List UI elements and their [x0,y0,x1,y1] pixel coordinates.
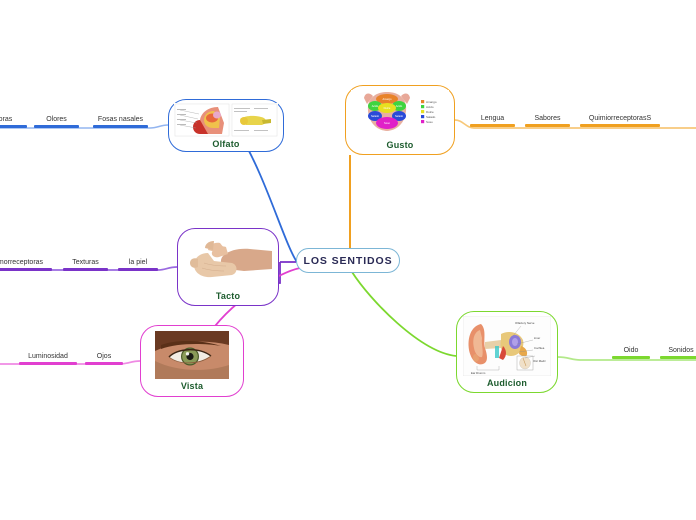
leaf-tacto-termorreceptoras[interactable]: morreceptoras [0,258,52,271]
svg-text:Ear Drumm: Ear Drumm [471,371,486,375]
svg-text:Salado: Salado [395,114,404,118]
leaf-underline [63,268,108,271]
leaf-vista-luminosidad[interactable]: Luminosidad [19,352,77,365]
olfato-caption: Olfato [212,138,240,149]
tacto-caption: Tacto [215,291,241,301]
leaf-label: morreceptoras [0,259,44,266]
leaf-label: Olores [46,116,67,123]
leaf-olfato-quimiorreceptoras[interactable]: toras [0,115,27,128]
svg-text:Soso: Soso [384,121,390,125]
node-gusto[interactable]: Amargo Acido Acido Dulce Salado Salado S… [345,85,455,155]
svg-text:Otic Medir: Otic Medir [533,359,546,363]
leaf-label: Sabores [534,115,561,122]
svg-text:Dulce: Dulce [426,110,434,114]
node-audicion[interactable]: Olfactory Nerve inner Cochlea Otic Medir… [456,311,558,393]
leaf-label: la piel [128,259,148,266]
svg-text:Cochlea: Cochlea [534,346,545,350]
leaf-vista-ojos[interactable]: Ojos [85,352,123,365]
leaf-olfato-fosas-nasales[interactable]: Fosas nasales [93,115,148,128]
audicion-caption: Audicion [486,378,528,388]
leaf-underline [0,125,27,128]
gusto-image: Amargo Acido Acido Dulce Salado Salado S… [351,90,449,138]
leaf-label: QuimiorreceptorasS [588,115,652,122]
node-vista[interactable]: Vista [140,325,244,397]
leaf-gusto-lengua[interactable]: Lengua [470,114,515,127]
svg-text:Amargo: Amargo [382,97,392,101]
leaf-underline [612,356,650,359]
leaf-label: Texturas [72,259,99,266]
leaf-label: Lengua [480,115,505,122]
leaf-label: Ojos [96,353,112,360]
leaf-gusto-quimiorreceptoras[interactable]: QuimiorreceptorasS [580,114,660,127]
leaf-label: Sonidos [668,347,694,354]
central-node[interactable]: LOS SENTIDOS [296,248,400,273]
edge-audicion-main [351,271,457,357]
leaf-underline [19,362,77,365]
node-olfato[interactable]: Olfato [168,99,284,152]
tacto-image [184,233,272,289]
leaf-underline [0,268,52,271]
svg-text:Salado: Salado [426,115,436,119]
leaf-gusto-sabores[interactable]: Sabores [525,114,570,127]
leaf-underline [118,268,158,271]
leaf-underline [85,362,123,365]
vista-image [155,331,229,379]
svg-text:Salado: Salado [371,114,380,118]
leaf-underline [525,124,570,127]
vista-caption: Vista [180,381,204,391]
leaf-underline [580,124,660,127]
leaf-olfato-olores[interactable]: Olores [34,115,79,128]
leaf-tacto-texturas[interactable]: Texturas [63,258,108,271]
leaf-label: Luminosidad [28,353,68,360]
leaf-label: Oido [623,347,639,354]
leaf-label: toras [0,116,13,123]
svg-text:Soso: Soso [426,120,433,124]
leaf-audicion-oido[interactable]: Oido [612,346,650,359]
audicion-image: Olfactory Nerve inner Cochlea Otic Medir… [463,316,551,376]
svg-text:inner: inner [534,336,540,340]
central-node-label: LOS SENTIDOS [303,254,393,267]
leaf-underline [93,125,148,128]
svg-text:Amargo: Amargo [426,100,437,104]
gusto-caption: Gusto [386,140,414,150]
leaf-underline [470,124,515,127]
leaf-audicion-sonidos[interactable]: Sonidos [660,346,696,359]
svg-text:Dulce: Dulce [384,106,391,110]
svg-text:Acido: Acido [372,104,379,108]
svg-text:Acido: Acido [396,104,403,108]
leaf-underline [34,125,79,128]
leaf-tacto-la-piel[interactable]: la piel [118,258,158,271]
leaf-underline [660,356,696,359]
edge-tacto-main2 [279,262,281,284]
node-tacto[interactable]: Tacto [177,228,279,306]
svg-text:Olfactory Nerve: Olfactory Nerve [515,321,535,325]
olfato-image [174,102,278,137]
svg-text:Acido: Acido [426,105,434,109]
leaf-label: Fosas nasales [97,116,144,123]
